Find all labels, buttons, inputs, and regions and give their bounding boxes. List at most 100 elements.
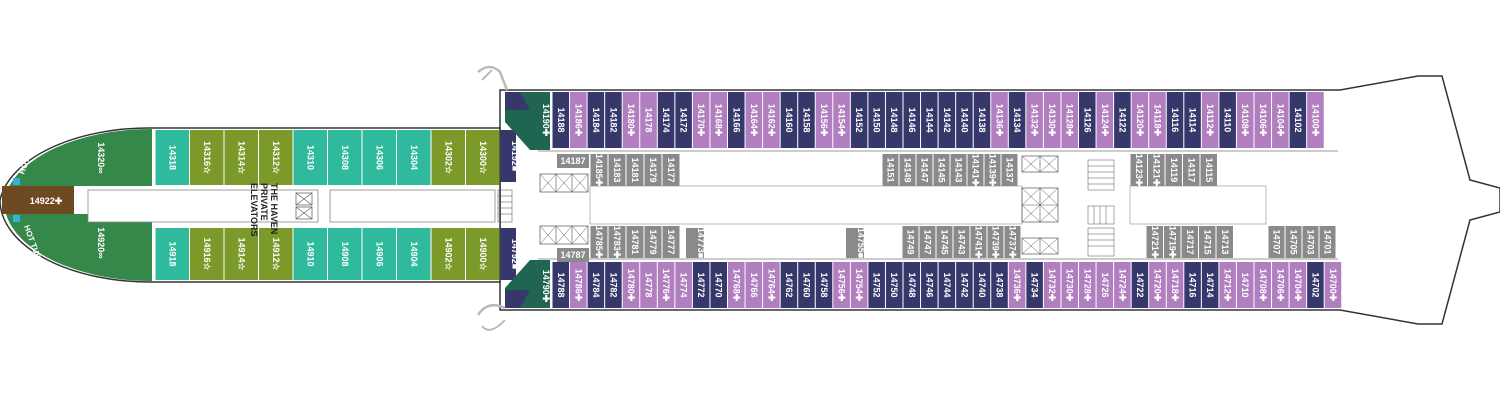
cabin-14316[interactable] xyxy=(190,130,224,185)
cabin-14304[interactable] xyxy=(397,130,431,185)
cabin-14781[interactable] xyxy=(626,226,644,258)
cabin-14166[interactable] xyxy=(728,92,745,148)
cabin-14755[interactable] xyxy=(846,228,864,258)
cabin-14774[interactable] xyxy=(675,262,692,308)
cabin-14766[interactable] xyxy=(745,262,763,308)
cabin-14715[interactable] xyxy=(1199,226,1216,258)
cabin-14120[interactable] xyxy=(1131,92,1149,148)
cabin-14717[interactable] xyxy=(1181,226,1199,258)
cabin-14121[interactable] xyxy=(1148,154,1165,186)
cabin-14758[interactable] xyxy=(815,262,833,308)
cabin-14741[interactable] xyxy=(970,226,987,258)
cabin-14737[interactable] xyxy=(1004,226,1021,258)
cabin-14712[interactable] xyxy=(1219,262,1236,308)
cabin-14312[interactable] xyxy=(259,130,293,185)
haven-corner-top[interactable] xyxy=(500,130,516,182)
cabin-14770[interactable] xyxy=(710,262,727,308)
cabin-14132[interactable] xyxy=(1026,92,1043,148)
cabin-14748[interactable] xyxy=(903,262,921,308)
cabin-14760[interactable] xyxy=(798,262,815,308)
cabin-14136[interactable] xyxy=(991,92,1008,148)
cabin-14752[interactable] xyxy=(868,262,885,308)
cabin-14721[interactable] xyxy=(1146,226,1164,258)
cabin-14100[interactable] xyxy=(1307,92,1324,148)
cabin-14123[interactable] xyxy=(1130,154,1148,186)
cabin-14128[interactable] xyxy=(1061,92,1078,148)
cabin-14116[interactable] xyxy=(1166,92,1184,148)
cabin-14118[interactable] xyxy=(1149,92,1166,148)
cabin-14180[interactable] xyxy=(622,92,640,148)
cabin-14720[interactable] xyxy=(1149,262,1166,308)
cabin-14139[interactable] xyxy=(984,154,1001,186)
cabin-14174[interactable] xyxy=(657,92,675,148)
cabin-14747[interactable] xyxy=(919,226,936,258)
cabin-14782[interactable] xyxy=(605,262,622,308)
cabin-14188[interactable] xyxy=(552,92,570,148)
cabin-14310[interactable] xyxy=(293,130,328,185)
cabin-14772[interactable] xyxy=(692,262,710,308)
cabin-14762[interactable] xyxy=(780,262,798,308)
cabin-14900[interactable] xyxy=(466,228,500,280)
cabin-14115[interactable] xyxy=(1200,154,1218,186)
cabin-14787[interactable] xyxy=(557,248,589,262)
cabin-14754[interactable] xyxy=(850,262,868,308)
cabin-14918[interactable] xyxy=(155,228,190,280)
cabin-14114[interactable] xyxy=(1184,92,1201,148)
cabin-14742[interactable] xyxy=(956,262,973,308)
cabin-14783[interactable] xyxy=(608,226,626,258)
cabin-14151[interactable] xyxy=(882,154,899,186)
cabin-14117[interactable] xyxy=(1183,154,1200,186)
cabin-14743[interactable] xyxy=(953,226,970,258)
cabin-14102[interactable] xyxy=(1289,92,1307,148)
cabin-14734[interactable] xyxy=(1026,262,1043,308)
cabin-14730[interactable] xyxy=(1061,262,1078,308)
cabin-14906[interactable] xyxy=(362,228,397,280)
cabin-14300[interactable] xyxy=(466,130,500,185)
cabin-14713[interactable] xyxy=(1216,226,1234,258)
cabin-14785[interactable] xyxy=(590,226,608,258)
cabin-14187[interactable] xyxy=(557,154,589,168)
cabin-14314[interactable] xyxy=(224,130,259,185)
cabin-14168[interactable] xyxy=(710,92,727,148)
cabin-14736[interactable] xyxy=(1008,262,1026,308)
cabin-14910[interactable] xyxy=(293,228,328,280)
cabin-14147[interactable] xyxy=(916,154,933,186)
cabin-14788[interactable] xyxy=(552,262,570,308)
cabin-14144[interactable] xyxy=(921,92,938,148)
cabin-14183[interactable] xyxy=(608,154,626,186)
cabin-14728[interactable] xyxy=(1079,262,1096,308)
cabin-14149[interactable] xyxy=(899,154,916,186)
cabin-14726[interactable] xyxy=(1096,262,1114,308)
cabin-14779[interactable] xyxy=(644,226,662,258)
cabin-14902[interactable] xyxy=(431,228,466,280)
cabin-14786[interactable] xyxy=(570,262,587,308)
cabin-14776[interactable] xyxy=(657,262,675,308)
cabin-14145[interactable] xyxy=(933,154,950,186)
cabin-14724[interactable] xyxy=(1114,262,1131,308)
cabin-14170[interactable] xyxy=(692,92,710,148)
cabin-14122[interactable] xyxy=(1114,92,1131,148)
cabin-14142[interactable] xyxy=(938,92,956,148)
cabin-14126[interactable] xyxy=(1079,92,1096,148)
cabin-14177[interactable] xyxy=(662,154,680,186)
cabin-14119[interactable] xyxy=(1165,154,1183,186)
cabin-14916[interactable] xyxy=(190,228,224,280)
cabin-14150[interactable] xyxy=(868,92,885,148)
cabin-14708[interactable] xyxy=(1254,262,1272,308)
cabin-14160[interactable] xyxy=(780,92,798,148)
cabin-14719[interactable] xyxy=(1164,226,1181,258)
cabin-14130[interactable] xyxy=(1043,92,1061,148)
cabin-14124[interactable] xyxy=(1096,92,1114,148)
cabin-14104[interactable] xyxy=(1272,92,1289,148)
cabin-14178[interactable] xyxy=(640,92,657,148)
cabin-14108[interactable] xyxy=(1236,92,1254,148)
cabin-14773[interactable] xyxy=(686,228,704,258)
cabin-14134[interactable] xyxy=(1008,92,1026,148)
cabin-14705[interactable] xyxy=(1285,226,1302,258)
cabin-14745[interactable] xyxy=(936,226,953,258)
cabin-14904[interactable] xyxy=(397,228,431,280)
cabin-14701[interactable] xyxy=(1319,226,1336,258)
cabin-14777[interactable] xyxy=(662,226,680,258)
cabin-14750[interactable] xyxy=(885,262,903,308)
cabin-14703[interactable] xyxy=(1302,226,1319,258)
